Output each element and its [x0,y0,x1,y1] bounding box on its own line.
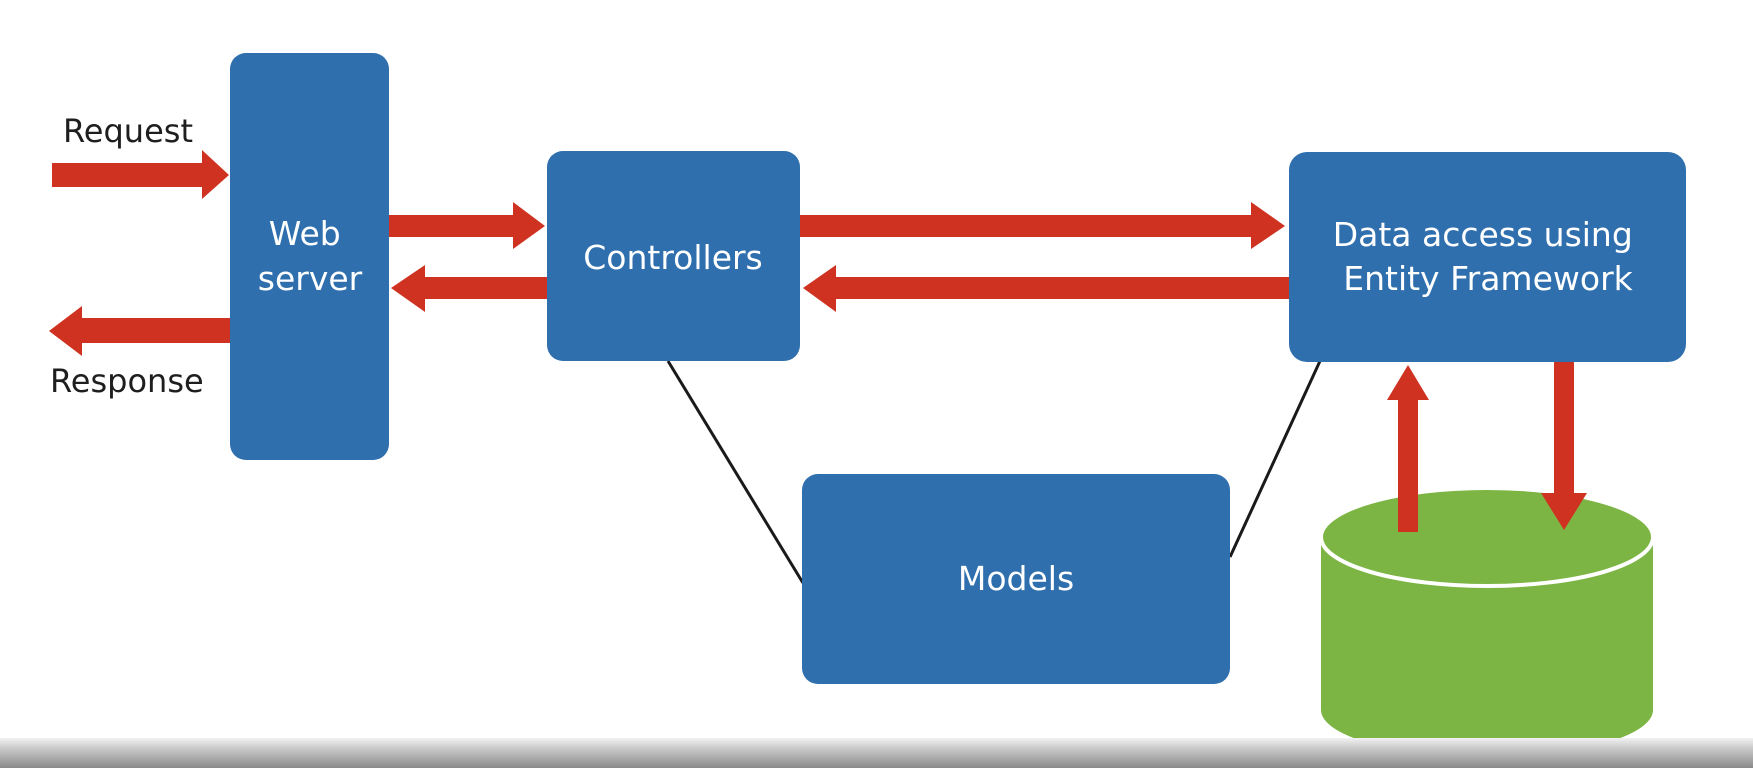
data-access-label-line1: Data access using [1333,215,1633,254]
database-to-data-access-arrow [1387,365,1429,532]
bottom-bar [0,738,1753,768]
response-arrow [49,306,230,356]
data-access-label-line2: Entity Framework [1343,259,1633,298]
data-access-node: Data access using Entity Framework [1289,152,1686,362]
models-label: Models [958,559,1074,598]
web-server-node: Web server [230,53,389,460]
web-server-label-line2: server [258,259,363,298]
data-access-models-connector [1228,360,1322,558]
database-icon [1319,486,1655,757]
data-access-label: Data access using Entity Framework [1333,215,1644,298]
request-arrow [52,150,229,199]
controllers-label: Controllers [583,238,763,277]
web-server-label: Web server [258,214,363,298]
controllers-to-webserver-arrow [391,265,547,312]
webserver-to-controllers-arrow [389,202,545,249]
response-label: Response [50,362,204,400]
controllers-models-connector [666,360,805,584]
models-node: Models [802,474,1230,684]
web-server-label-line1: Web [269,214,341,253]
request-label: Request [63,112,193,150]
data-access-to-database-arrow [1541,362,1587,530]
controllers-to-data-access-arrow [800,202,1285,249]
data-access-to-controllers-arrow [803,265,1289,312]
controllers-node: Controllers [547,151,800,361]
